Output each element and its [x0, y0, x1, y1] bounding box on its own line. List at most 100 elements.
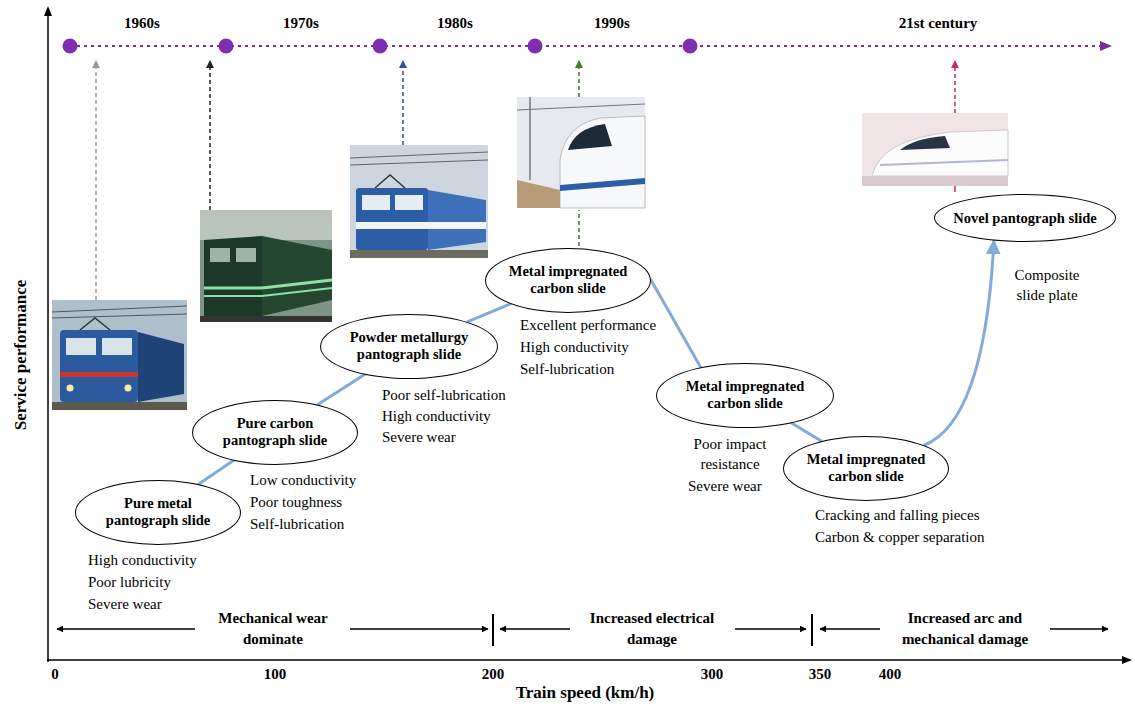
- axis-line: [47, 14, 49, 662]
- region-arrow: [350, 628, 488, 629]
- train-photo: [395, 195, 423, 210]
- train-photo: [52, 314, 187, 318]
- era-pointer: [954, 66, 956, 113]
- slide-ellipse: Metal impregnated carbon slide: [783, 436, 949, 501]
- property-note: Cracking and falling pieces: [815, 505, 980, 526]
- era-pointer: [402, 66, 404, 145]
- trend-line: [199, 460, 234, 484]
- train-photo: [200, 210, 332, 322]
- train-photo: [862, 113, 1008, 186]
- region-label: Increased arc and mechanical damage: [880, 608, 1050, 650]
- train-photo: [428, 190, 486, 250]
- trend-line: [791, 423, 821, 441]
- slide-ellipse: Metal impregnated carbon slide: [656, 363, 834, 428]
- axis-line: [47, 659, 1124, 661]
- property-note: High conductivity: [520, 337, 629, 358]
- slide-name: Pure metal pantograph slide: [93, 495, 223, 529]
- era-pointer: [954, 186, 956, 192]
- axis-line: [44, 6, 52, 16]
- train-photo: [200, 210, 332, 240]
- train-photo: [568, 124, 612, 150]
- tick-label: 300: [701, 664, 724, 685]
- property-note: Excellent performance: [520, 315, 656, 336]
- region-arrow: [57, 628, 195, 629]
- trend-line: [318, 374, 365, 404]
- timeline: [219, 39, 234, 54]
- property-note: High conductivity: [88, 550, 197, 571]
- region-arrow: [820, 628, 880, 629]
- region-arrow: [811, 614, 813, 646]
- train-photo: [356, 222, 428, 229]
- timeline: [1100, 41, 1112, 51]
- axis-line: [44, 6, 1132, 664]
- train-photo: [560, 116, 645, 208]
- era-pointer: [399, 60, 407, 68]
- decade-label: 1970s: [283, 13, 319, 34]
- train-photo: [362, 195, 390, 210]
- train-photo: [350, 160, 488, 165]
- train-photo: [52, 300, 187, 410]
- decade-label: 1990s: [594, 13, 630, 34]
- region-arrow: [735, 628, 806, 629]
- train-photo: [350, 145, 488, 258]
- train-photo: [60, 372, 138, 377]
- property-note: Severe wear: [382, 427, 456, 448]
- train-photo: [862, 176, 1008, 186]
- property-note: Self-lubrication: [520, 359, 614, 380]
- tick-label: 400: [879, 664, 902, 685]
- train-photo: [350, 250, 488, 258]
- train-photo: [52, 300, 187, 410]
- slide-ellipse: Pure metal pantograph slide: [75, 480, 241, 545]
- train-photo: [262, 280, 332, 288]
- property-note: Carbon & copper separation: [815, 527, 985, 548]
- slide-ellipse: Powder metallurgy pantograph slide: [320, 314, 498, 379]
- slide-ellipse: Novel pantograph slide: [934, 194, 1116, 242]
- train-photo: [428, 222, 486, 229]
- train-photo: [204, 287, 262, 290]
- tick-label: 200: [482, 664, 505, 685]
- train-photo: [200, 210, 332, 322]
- tick-label: 100: [264, 664, 287, 685]
- trend-line: [468, 304, 511, 322]
- property-note: Self-lubrication: [250, 514, 344, 535]
- train-photo: [138, 332, 184, 402]
- train-photo: [66, 338, 96, 355]
- train-photo: [517, 97, 645, 208]
- tick-label: 350: [809, 664, 832, 685]
- train-photo: [880, 160, 1008, 165]
- era-pointer: [206, 60, 214, 68]
- era-pointer: [575, 60, 583, 68]
- slide-name: Metal impregnated carbon slide: [675, 378, 815, 412]
- train-photo: [236, 248, 256, 262]
- train-photo: [262, 236, 332, 316]
- property-note: High conductivity: [382, 406, 491, 427]
- slide-name: Novel pantograph slide: [953, 210, 1096, 227]
- train-photo: [204, 236, 262, 316]
- axis-title: Service performance: [10, 280, 31, 431]
- property-note: Poor lubricity: [88, 572, 171, 593]
- decade-label: 1960s: [124, 13, 160, 34]
- property-note: Composite slide plate: [1000, 265, 1095, 305]
- timeline: [373, 39, 388, 54]
- property-note: Poor self-lubrication: [382, 385, 506, 406]
- property-note: Poor impact resistance: [680, 434, 780, 474]
- train-photo: [517, 104, 645, 110]
- property-note: Severe wear: [688, 476, 762, 497]
- axis-title: Train speed (km/h): [516, 682, 655, 703]
- train-photo: [517, 97, 645, 208]
- train-photo: [375, 175, 405, 188]
- decade-label: 21st century: [899, 13, 978, 34]
- era-pointer: [209, 66, 211, 210]
- train-photo: [560, 178, 645, 191]
- train-photo: [52, 402, 187, 410]
- train-photo: [204, 295, 262, 297]
- region-label: Increased electrical damage: [577, 608, 727, 650]
- era-pointer: [951, 60, 959, 68]
- slide-name: Metal impregnated carbon slide: [801, 451, 931, 485]
- property-note: Severe wear: [88, 594, 162, 615]
- train-photo: [60, 330, 138, 402]
- tick-label: 0: [51, 664, 59, 685]
- slide-name: Powder metallurgy pantograph slide: [339, 329, 479, 363]
- train-photo: [67, 385, 74, 392]
- property-note: Low conductivity: [250, 470, 356, 491]
